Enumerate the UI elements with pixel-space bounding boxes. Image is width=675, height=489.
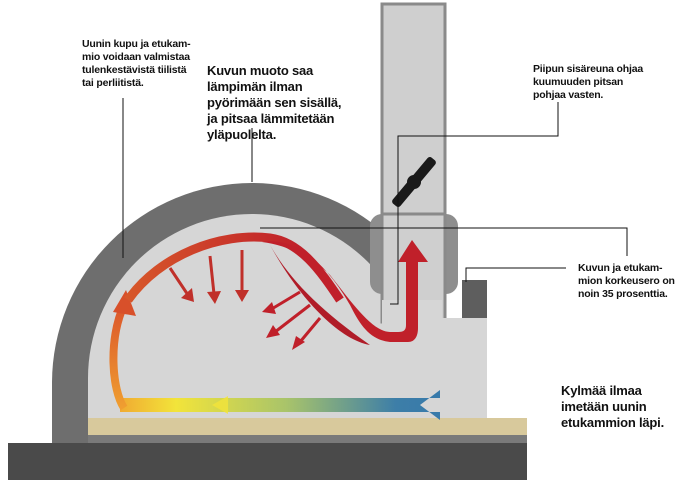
hot-air-arc [124,232,344,303]
oven-base [8,443,527,480]
heat-floor-arrows [262,290,322,350]
warm-air-arc [109,303,128,411]
annotation-dome-material: Uunin kupu ja etukam- mio voidaan valmis… [82,38,191,89]
leader-lines [122,98,628,305]
hot-air-plume [262,240,428,342]
damper-icon [392,157,436,207]
heat-down-arrows [168,250,249,304]
annotation-chimney-edge: Piipun sisäreuna ohjaa kuumuuden pitsan … [533,63,643,101]
front-chamber-top [462,280,487,320]
annotation-height-difference: Kuvun ja etukam- mion korkeusero on noin… [578,262,675,300]
annotation-cold-air: Kylmää ilmaa imetään uunin etukammion lä… [561,383,664,430]
oven-floor [88,418,527,435]
annotation-dome-shape: Kuvun muoto saa lämpimän ilman pyörimään… [207,63,342,142]
cold-air-arrow [120,390,550,420]
